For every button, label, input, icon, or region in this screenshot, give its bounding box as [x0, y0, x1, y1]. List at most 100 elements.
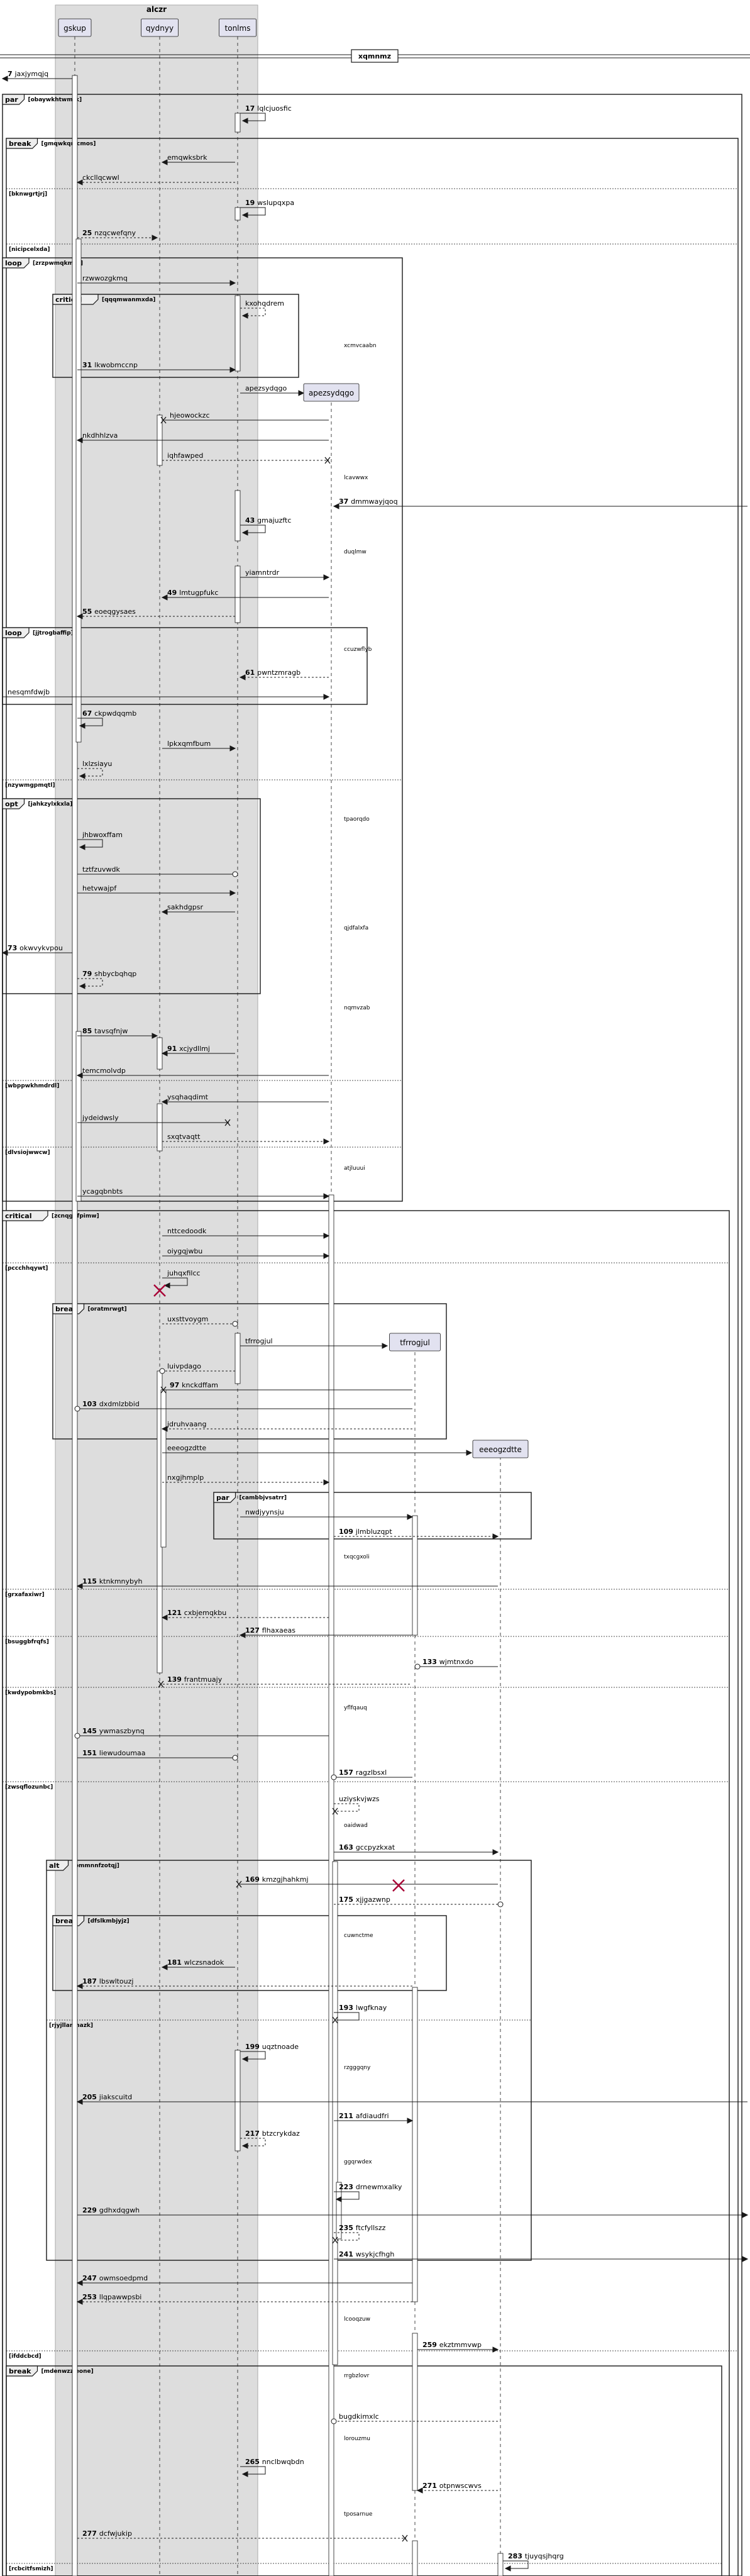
message-number-51: 127	[245, 1626, 262, 1635]
message-arrow-13	[333, 503, 339, 509]
message-label-28: 79 shbycbqhqp	[82, 970, 136, 978]
message-label-46: nxgjhmplp	[167, 1474, 204, 1482]
fragment-23	[6, 2365, 722, 2576]
message-number-14: 43	[245, 516, 257, 525]
message-text-70: ftcfyllszz	[356, 2224, 386, 2232]
note-13: ggqrwdex	[344, 2159, 372, 2165]
message-arrow-32	[161, 1099, 168, 1105]
message-number-76: 265	[245, 2458, 262, 2466]
message-number-63: 193	[339, 2004, 356, 2012]
fragment-19	[46, 1860, 532, 2261]
divider-label: xqmnmz	[358, 52, 391, 60]
message-cross-63	[332, 2016, 338, 2024]
fragment-guard-12: [pccchhqywt]	[5, 1265, 48, 1272]
message-number-0: 7	[8, 70, 14, 78]
message-label-65: 205 jiakscuitd	[82, 2093, 132, 2101]
message-circle-52	[414, 1663, 421, 1670]
message-arrow-65	[76, 2099, 83, 2105]
message-arrow-71	[742, 2256, 749, 2262]
message-text-7: kxohqdrem	[245, 299, 284, 308]
message-label-64: 199 uqztnoade	[245, 2043, 299, 2051]
message-line-67	[240, 2138, 266, 2146]
message-label-4: 19 wslupqxpa	[245, 199, 294, 207]
message-text-22: lxlzsiayu	[82, 760, 112, 768]
message-arrow-15	[323, 574, 330, 580]
message-number-54: 145	[82, 1727, 99, 1735]
message-number-69: 229	[82, 2206, 99, 2214]
message-arrow-49	[76, 1583, 83, 1589]
note-3: ccuzwflyb	[344, 647, 372, 653]
message-text-54: ywmaszbynq	[99, 1727, 145, 1735]
divider-box	[351, 49, 399, 63]
message-text-41: luivpdago	[167, 1362, 201, 1370]
message-text-78: dcfwjukip	[99, 2529, 132, 2538]
message-arrow-37	[323, 1253, 330, 1259]
message-number-50: 121	[167, 1609, 184, 1617]
message-number-67: 217	[245, 2129, 262, 2138]
fragment-guard-19: [pmmnnfzotqj]	[72, 1863, 119, 1869]
fragment-guard-3: [nicipcelxda]	[9, 247, 50, 253]
message-label-32: ysqhaqdimt	[167, 1093, 209, 1101]
message-line-76	[240, 2466, 266, 2475]
message-line-63	[334, 2012, 360, 2021]
message-number-61: 181	[167, 1958, 184, 1967]
fragment-guard-22: [ifddcbcd]	[9, 2353, 41, 2360]
message-text-6: rzwwozgkmq	[82, 274, 128, 282]
message-text-23: jhbwoxffam	[82, 831, 123, 839]
message-arrow-22	[79, 773, 85, 779]
message-text-42: knckdffam	[182, 1381, 218, 1389]
message-arrow-28	[79, 983, 85, 989]
participant-qydnyy	[140, 18, 179, 37]
message-text-46: nxgjhmplp	[167, 1474, 204, 1482]
message-text-72: owmsoedpmd	[99, 2274, 148, 2282]
message-circle-55	[232, 1755, 238, 1761]
message-arrow-61	[161, 1964, 168, 1970]
message-label-47: nwdjyynsju	[245, 1508, 284, 1516]
message-number-62: 187	[82, 1977, 99, 1985]
fragment-20	[52, 1915, 447, 1991]
message-text-32: ysqhaqdimt	[167, 1093, 209, 1101]
message-number-71: 241	[339, 2250, 356, 2258]
participant-eeeogzdtte	[472, 1440, 529, 1458]
message-label-21: lpkxqmfbum	[167, 740, 211, 748]
fragment-guard-9: [wbppwkhmdrdl]	[5, 1083, 59, 1089]
message-text-25: hetvwajpf	[82, 884, 117, 892]
message-number-52: 133	[422, 1658, 439, 1666]
message-text-31: temcmolvdp	[82, 1067, 126, 1075]
message-cross-59	[236, 1880, 242, 1888]
message-cross-42	[160, 1386, 167, 1394]
message-text-2: emqwksbrk	[167, 153, 207, 162]
message-label-29: 85 tavsqfnjw	[82, 1027, 128, 1035]
message-label-51: 127 flhaxaeas	[245, 1626, 295, 1635]
message-arrow-1	[241, 118, 248, 124]
fragment-1	[6, 138, 739, 2576]
message-text-63: lwgfknay	[356, 2004, 387, 2012]
message-text-55: liewudoumaa	[99, 1749, 146, 1757]
message-arrow-8	[229, 367, 236, 373]
message-label-23: jhbwoxffam	[82, 831, 123, 839]
note-0: xcmvcaabn	[344, 343, 377, 349]
note-9: yflfqauq	[344, 1705, 367, 1711]
message-arrow-26	[161, 909, 168, 915]
message-label-10: hjeowockzc	[170, 411, 210, 419]
message-label-61: 181 wlczsnadok	[167, 1958, 224, 1967]
message-label-48: 109 jlmbluzqpt	[339, 1528, 392, 1536]
message-text-27: okwvykvpou	[19, 944, 63, 952]
message-label-66: 211 afdiaudfri	[339, 2112, 389, 2120]
message-text-75: bugdkimxlc	[339, 2412, 379, 2421]
message-arrow-48	[492, 1533, 499, 1540]
message-circle-56	[331, 1774, 337, 1780]
fragment-guard-17: [kwdypobmkbs]	[5, 1690, 56, 1696]
message-label-9: apezsydqgo	[245, 384, 287, 392]
note-12: rzgggqny	[344, 2065, 371, 2071]
message-text-1: lqlcjuosfic	[257, 104, 292, 113]
fragment-guard-13: [oratmrwgt]	[88, 1306, 127, 1313]
message-number-53: 139	[167, 1675, 184, 1684]
message-text-66: afdiaudfri	[356, 2112, 389, 2120]
message-number-49: 115	[82, 1577, 99, 1585]
message-label-45: eeeogzdtte	[167, 1444, 206, 1452]
message-label-68: 223 drnewmxalky	[339, 2183, 402, 2191]
message-label-38: juhqxfilcc	[167, 1269, 201, 1277]
message-text-0: jaxjymqjq	[14, 70, 48, 78]
